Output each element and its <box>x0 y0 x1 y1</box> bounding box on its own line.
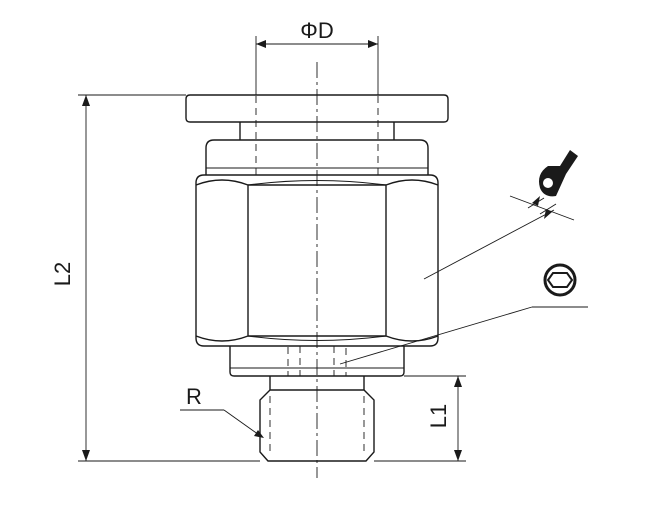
thread-label: R <box>186 384 202 409</box>
diameter-label: ΦD <box>300 18 333 43</box>
dimension-diameter: ΦD <box>255 18 379 95</box>
bore-hidden-lines <box>255 96 379 175</box>
wrench-icon <box>539 150 578 197</box>
thread-length-label: L1 <box>426 404 451 428</box>
overall-length-label: L2 <box>50 262 75 286</box>
dimension-overall-length: L2 <box>50 94 260 462</box>
body-cap <box>205 139 429 175</box>
hex-socket-callout <box>339 263 588 365</box>
release-ring <box>185 94 449 123</box>
dimension-thread-length: L1 <box>374 375 466 462</box>
collet-neck <box>239 122 395 140</box>
thread-callout: R <box>180 384 264 438</box>
wrench-callout <box>423 150 578 280</box>
hex-socket-icon <box>543 263 577 297</box>
